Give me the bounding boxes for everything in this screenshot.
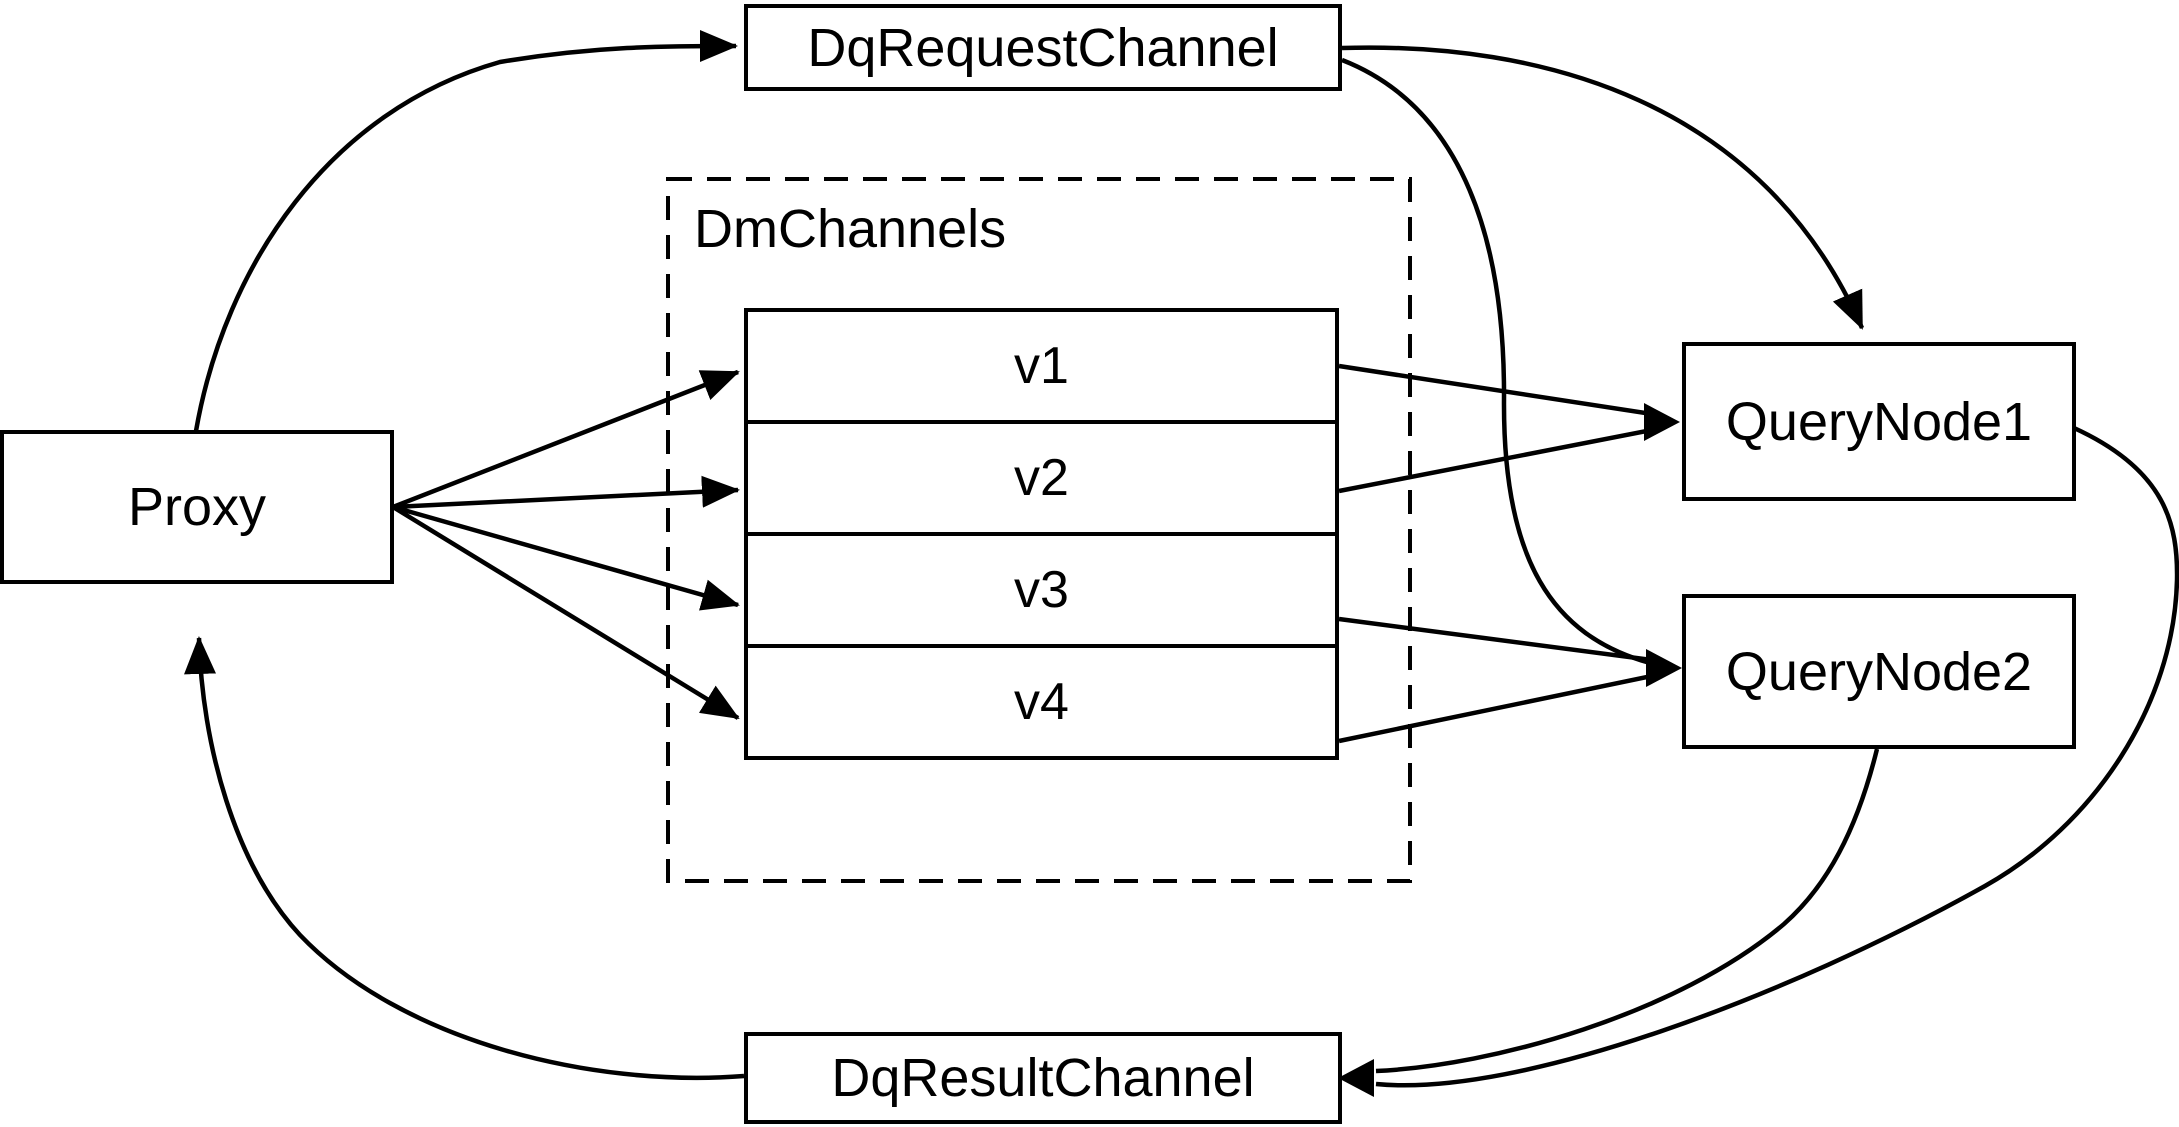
- proxy-node: Proxy: [0, 430, 394, 584]
- dq-result-channel-label: DqResultChannel: [831, 1048, 1255, 1108]
- channel-v2-label: v2: [1014, 449, 1069, 507]
- edge-proxy-to-v1: [392, 369, 740, 510]
- edge-v2-to-querynode1: [1338, 427, 1653, 494]
- edge-dqresultchannel-to-proxy: [184, 636, 745, 1081]
- query-node-2: QueryNode2: [1682, 594, 2076, 749]
- edge-proxy-to-v2: [392, 475, 740, 510]
- edge-dqrequestchannel-to-querynode2: [1341, 57, 1651, 666]
- arrowhead-into-querynode1: [1644, 403, 1680, 441]
- dm-channels-stack: v1 v2 v3 v4: [744, 308, 1339, 760]
- channel-v4-label: v4: [1014, 673, 1069, 731]
- arrowhead-into-dqresultchannel: [1338, 1059, 1374, 1097]
- edge-proxy-to-v3: [392, 504, 740, 611]
- arrowhead-into-querynode2: [1646, 649, 1682, 687]
- query-node-1: QueryNode1: [1682, 342, 2076, 501]
- proxy-label: Proxy: [127, 477, 267, 537]
- edge-proxy-to-v4: [391, 505, 740, 720]
- dq-result-channel-node: DqResultChannel: [744, 1032, 1342, 1124]
- edge-v1-to-querynode1: [1338, 363, 1653, 417]
- query-node-1-label: QueryNode1: [1725, 391, 2033, 452]
- channel-row-v4: v4: [748, 644, 1335, 756]
- channel-v1-label: v1: [1014, 337, 1069, 395]
- edge-proxy-to-dqrequestchannel: [193, 30, 738, 432]
- edge-dqrequestchannel-to-querynode1: [1341, 45, 1865, 330]
- edge-querynode2-to-dqresultchannel: [1375, 748, 1880, 1074]
- dm-channels-dashed-border: [666, 177, 1412, 883]
- dq-request-channel-node: DqRequestChannel: [744, 4, 1342, 91]
- edge-v4-to-querynode2: [1338, 673, 1653, 744]
- channel-v3-label: v3: [1014, 561, 1069, 619]
- channel-row-v3: v3: [748, 532, 1335, 644]
- channel-row-v1: v1: [748, 312, 1335, 420]
- dm-channels-group-label: DmChannels: [694, 199, 1007, 259]
- edge-v3-to-querynode2: [1338, 616, 1653, 663]
- channel-row-v2: v2: [748, 420, 1335, 532]
- query-node-2-label: QueryNode2: [1725, 641, 2033, 702]
- edge-querynode1-to-dqresultchannel: [1375, 425, 2179, 1088]
- dq-request-channel-label: DqRequestChannel: [807, 17, 1279, 78]
